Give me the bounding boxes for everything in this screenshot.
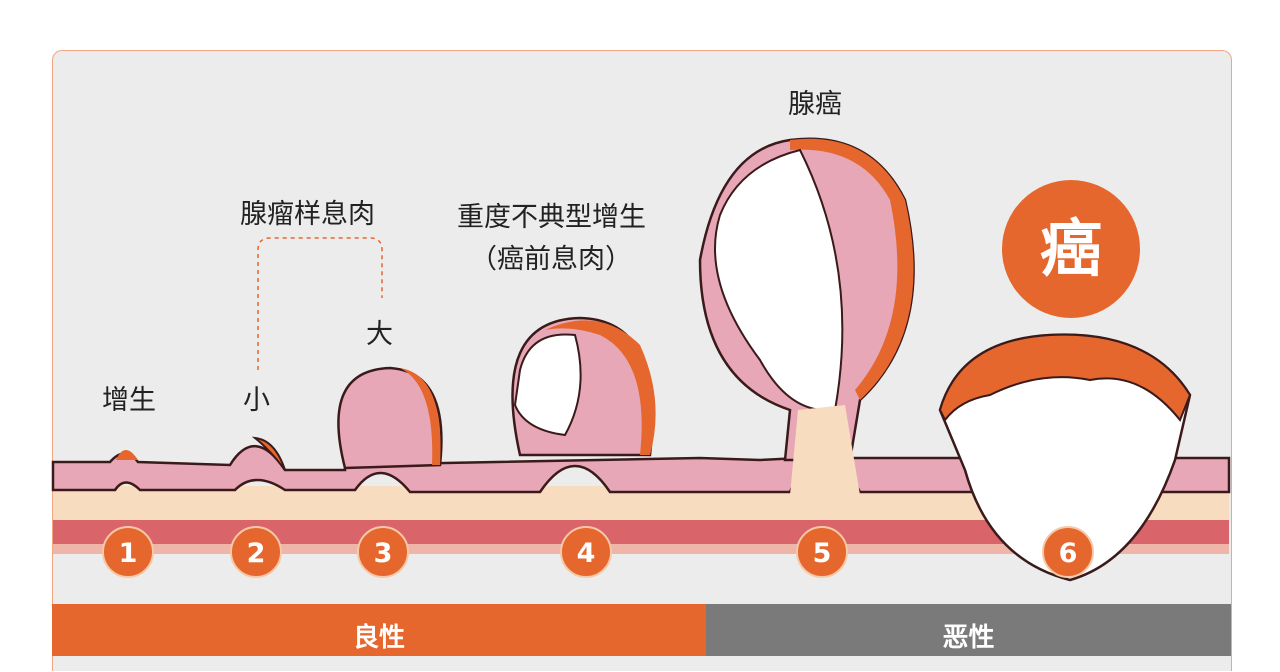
- cancer-badge: 癌: [1002, 180, 1140, 318]
- stage-5-number: 5: [796, 526, 848, 578]
- stage-4-number: 4: [560, 526, 612, 578]
- stage-2-number: 2: [230, 526, 282, 578]
- polyp-3: [337, 366, 443, 470]
- stage-3-label: 大: [366, 319, 393, 350]
- polyp-progression-illustration: [51, 137, 1231, 582]
- polyp-3-cap: [400, 368, 441, 465]
- polyp-5-carcinoma: [714, 148, 844, 412]
- malignant-bar: 恶性: [706, 604, 1231, 656]
- stage-2-label: 小: [243, 385, 270, 416]
- stage-4-label: 重度不典型增生: [457, 202, 646, 233]
- tumor-6-cap: [938, 333, 1192, 422]
- polyp-4-dysplasia: [513, 333, 582, 437]
- stage-1-label: 增生: [102, 385, 156, 416]
- adenoma-bracket: [257, 237, 383, 370]
- polyp-1-tip: [116, 450, 138, 460]
- stage-1-number: 1: [102, 526, 154, 578]
- mucosa-layer: [51, 445, 1231, 494]
- polyp-4-cap: [545, 320, 656, 455]
- polyp-5-stalk: [790, 405, 860, 495]
- stage-4-sublabel: （癌前息肉）: [470, 244, 632, 275]
- stage-5-label: 腺癌: [788, 89, 842, 120]
- polyp-2-tip: [251, 436, 286, 471]
- stage-3-number: 3: [357, 526, 409, 578]
- stage-6-number: 6: [1042, 526, 1094, 578]
- adenoma-group-label: 腺瘤样息肉: [240, 199, 375, 230]
- benign-bar: 良性: [52, 604, 706, 656]
